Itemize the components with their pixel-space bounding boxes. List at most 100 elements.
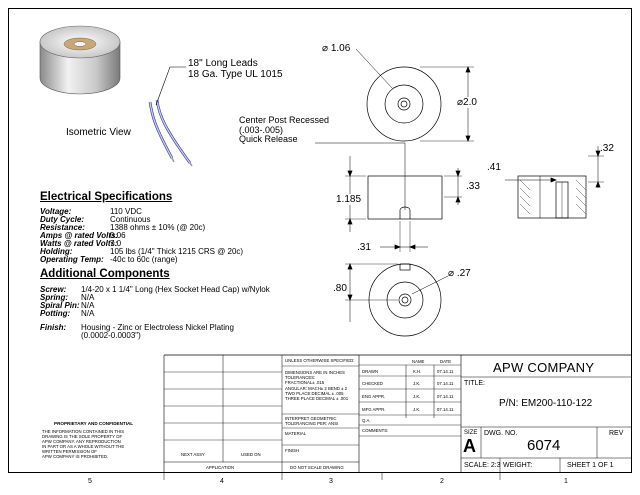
diameter-symbol-icon: ⌀ (457, 97, 464, 108)
size-value: A (463, 436, 476, 456)
bottom-left-dim: .80 (333, 283, 347, 294)
dwg-no-label: DWG. NO. (484, 430, 518, 437)
component-label: Spring: (40, 293, 68, 302)
material-label: MATERIAL (285, 431, 307, 436)
interpret-line: TOLERANCING PER: ANSI (285, 421, 339, 426)
component-row: Potting: N/A (40, 309, 94, 318)
approval-name: J.K. (413, 381, 421, 386)
electrical-heading: Electrical Specifications (40, 191, 173, 203)
bottom-hole-value: .27 (456, 268, 471, 279)
spec-row: Amps @ rated Volts:0.06 (40, 231, 126, 240)
company-name: APW COMPANY (493, 360, 595, 375)
spec-value: Continuous (110, 215, 151, 224)
approval-name: J.K. (413, 407, 421, 412)
diameter-inner-dim: ⌀ 1.06 (322, 43, 350, 54)
leads-label-line1: 18" Long Leads (188, 58, 258, 69)
component-label: Potting: (40, 309, 71, 318)
spec-value: 0.06 (110, 231, 126, 240)
dwg-no-value: 6074 (527, 437, 561, 454)
components-heading: Additional Components (40, 268, 170, 280)
spec-value: -40c to 60c (range) (110, 255, 178, 264)
bottom-hole-dim: ⌀ .27 (448, 268, 471, 279)
approval-role: CHECKED (362, 381, 384, 386)
tolerance-line: ANGULAR: MACH± 2 BEND ± 2 (285, 386, 348, 391)
section-right-dim: .32 (600, 143, 614, 154)
finish-value-2: (0.0002-0.0003") (81, 331, 141, 340)
side-gap-dim: .31 (357, 242, 371, 253)
section-left-dim: .41 (487, 162, 501, 173)
spec-label: Voltage: (40, 207, 72, 216)
component-label: Screw: (40, 285, 67, 294)
spec-label: Resistance: (40, 223, 85, 232)
drawing-sheet-border (8, 8, 632, 473)
component-row: Spiral Pin:N/A (40, 301, 94, 310)
component-row: Screw:1/4-20 x 1 1/4" Long (Hex Socket H… (40, 285, 270, 294)
component-label: Spiral Pin: (40, 301, 80, 310)
zone-label: 1 (564, 478, 568, 485)
spec-row: Watts @ rated Volts:7.0 (40, 239, 121, 248)
interpret-line: INTERPRET GEOMETRIC (285, 416, 337, 421)
spec-label: Holding: (40, 247, 73, 256)
approval-role: MFG APPR. (362, 407, 386, 412)
side-height-dim: 1.185 (336, 194, 362, 205)
tolerance-line: DIMENSIONS ARE IN INCHES (285, 370, 345, 375)
qa-label: Q.A. (362, 418, 371, 423)
approval-date: 07.14.11 (437, 381, 454, 386)
spec-row: Voltage: 110 VDC (40, 207, 142, 216)
approval-date: 07.14.11 (437, 394, 454, 399)
component-value: N/A (81, 293, 95, 302)
unless-label: UNLESS OTHERWISE SPECIFIED: (285, 358, 355, 363)
spec-row: Duty Cycle: Continuous (40, 215, 150, 224)
proprietary-line: WRITTEN PERMISSION OF (42, 449, 97, 454)
side-slot-dim: .33 (466, 181, 480, 192)
spec-label: Duty Cycle: (40, 215, 85, 224)
finish-block-label: FINISH (285, 448, 300, 453)
approval-date: 07.14.11 (437, 407, 454, 412)
zone-label: 3 (329, 478, 333, 485)
callout-leader (315, 142, 406, 210)
spec-value: 7.0 (110, 239, 122, 248)
proprietary-line: THE INFORMATION CONTAINED IN THIS (42, 429, 125, 434)
approval-name: K.H. (413, 369, 422, 374)
spec-value: 1388 ohms ± 10% (@ 20c) (110, 223, 206, 232)
size-label: SIZE (464, 430, 478, 436)
spec-label: Watts @ rated Volts: (40, 239, 118, 248)
section-view (505, 146, 604, 219)
tolerance-line: FRACTIONAL± .015 (285, 380, 325, 385)
application-label: APPLICATION (206, 465, 235, 470)
diameter-outer-value: 2.0 (463, 97, 477, 108)
used-on-label: USED ON (241, 452, 261, 457)
spec-row: Resistance: 1388 ohms ± 10% (@ 20c) (40, 223, 205, 232)
finish-label: Finish: (40, 323, 67, 332)
diameter-inner-value: 1.06 (330, 43, 351, 54)
component-value: N/A (81, 309, 95, 318)
spec-label: Operating Temp: (40, 255, 104, 264)
spec-row: Operating Temp: -40c to 60c (range) (40, 255, 178, 264)
proprietary-line: APW COMPANY. ANY REPRODUCTION (42, 439, 121, 444)
proprietary-line: APW COMPANY IS PROHIBITED. (42, 454, 109, 459)
scale-label: SCALE: 2:3 (464, 462, 501, 469)
top-view (355, 48, 474, 142)
title-label: TITLE: (464, 380, 486, 387)
diameter-symbol-icon: ⌀ (448, 268, 455, 279)
proprietary-title: PROPRIETARY AND CONFIDENTIAL (54, 421, 134, 426)
do-not-scale-label: DO NOT SCALE DRAWING (290, 465, 344, 470)
diameter-symbol-icon: ⌀ (322, 43, 329, 54)
side-view (345, 156, 462, 252)
proprietary-line: IN PART OR AS A WHOLE WITHOUT THE (42, 444, 125, 449)
finish-row: Finish:Housing - Zinc or Electroless Nic… (40, 323, 234, 332)
approval-name: J.K. (413, 394, 421, 399)
zone-label: 5 (88, 478, 92, 485)
finish-row-2: (0.0002-0.0003") (81, 331, 141, 340)
next-assy-label: NEXT ASSY (181, 452, 205, 457)
title-block-grid (163, 354, 632, 480)
callout-line1: Center Post Recessed (239, 115, 330, 125)
name-header: NAME (412, 359, 425, 364)
approval-role: ENG APPR. (362, 394, 386, 399)
comments-label: COMMENTS: (362, 428, 389, 433)
callout-line3: Quick Release (239, 134, 298, 144)
zone-label: 4 (220, 478, 224, 485)
isometric-view-label: Isometric View (66, 127, 131, 138)
spec-value: 110 VDC (110, 207, 142, 216)
